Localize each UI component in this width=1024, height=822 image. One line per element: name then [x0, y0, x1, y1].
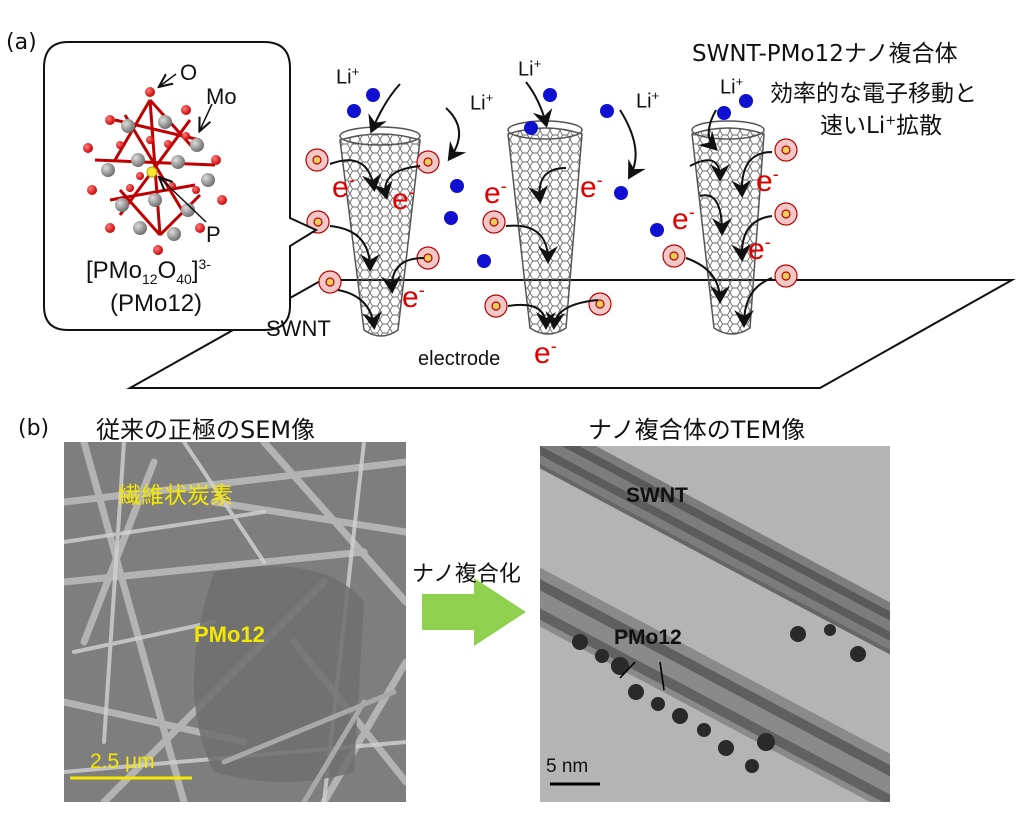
electron-label-1: e- [332, 170, 355, 204]
li-label-1: Li+ [336, 64, 360, 89]
li-label-4: Li+ [636, 88, 660, 113]
li-ions [347, 88, 753, 268]
electron-label-2: e- [392, 182, 415, 216]
atom-label-o: O [180, 60, 198, 85]
tem-nanotubes [540, 446, 890, 802]
o-atoms [83, 87, 227, 255]
tem-title: ナノ複合体のTEM像 [588, 416, 806, 444]
nanocomposite-arrow-label: ナノ複合化 [412, 562, 521, 587]
electron-label-4: e- [484, 176, 507, 210]
electron-label-6: e- [534, 336, 557, 370]
pmo12-clusters [305, 138, 798, 318]
atom-label-mo: Mo [206, 84, 237, 109]
nanocomposite-arrow [422, 578, 526, 646]
electron-label-9: e- [748, 232, 771, 266]
tem-pmo12-label: PMo12 [614, 626, 682, 649]
sem-title: 従来の正極のSEM像 [96, 416, 316, 444]
li-label-5: Li+ [720, 74, 744, 99]
li-label-3: Li+ [518, 56, 542, 81]
p-atom [146, 166, 158, 178]
atom-label-p: P [206, 222, 221, 247]
swnt-label: SWNT [266, 316, 331, 341]
mo-atoms [101, 115, 215, 241]
description-line-1: 効率的な電子移動と [770, 81, 977, 107]
inset-bubble [43, 41, 319, 331]
panel-b-label: (b) [18, 416, 50, 441]
electron-label-5: e- [580, 170, 603, 204]
electron-label-7: e- [672, 202, 695, 236]
sem-scale-label: 2.5 μm [90, 750, 155, 773]
electron-label-3: e- [402, 280, 425, 314]
nanotube-2 [507, 120, 583, 335]
pmo12-formula: [PMo12O40]3- [86, 256, 211, 287]
tem-swnt-label: SWNT [626, 484, 688, 507]
description-line-2: 速いLi+拡散 [820, 113, 943, 139]
pmo12-short-name: (PMo12) [110, 290, 203, 317]
sem-carbon-label: 繊維状炭素 [118, 483, 233, 509]
tem-scale-label: 5 nm [546, 756, 589, 777]
electrode-label: electrode [418, 348, 501, 370]
sem-image: 繊維状炭素 PMo12 2.5 μm [64, 442, 406, 802]
li-label-2: Li+ [470, 90, 494, 115]
sem-fibers [64, 442, 406, 802]
nanotube-3 [691, 120, 765, 335]
nanocomposite-title: SWNT-PMo12ナノ複合体 [692, 41, 958, 67]
sem-pmo12-label: PMo12 [194, 622, 265, 647]
panel-a-label: (a) [6, 30, 37, 55]
tem-image: SWNT PMo12 5 nm [540, 446, 890, 802]
electron-label-8: e- [756, 164, 779, 198]
